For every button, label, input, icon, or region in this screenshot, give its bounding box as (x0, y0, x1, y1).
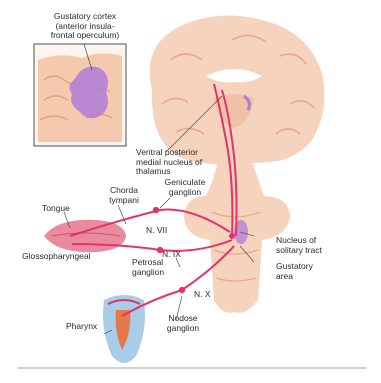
label-gustatory-area: Gustatory area (276, 262, 313, 281)
label-n-vii: N. VII (146, 226, 167, 236)
label-tongue: Tongue (42, 204, 70, 214)
label-thalamus: Ventral posterior medial nucleus of thal… (136, 148, 202, 177)
label-nodose-ganglion: Nodose ganglion (158, 314, 208, 333)
label-n-x: N. X (194, 290, 211, 300)
label-n-ix: N. IX (162, 250, 181, 260)
label-glossopharyngeal: Glossopharyngeal (22, 252, 91, 262)
label-pharynx: Pharynx (66, 322, 97, 332)
pharynx-artwork (103, 295, 145, 363)
tongue-artwork (44, 220, 126, 252)
cortex-inset (34, 44, 126, 146)
label-petrosal-ganglion: Petrosal ganglion (132, 258, 164, 277)
label-gustatory-cortex: Gustatory cortex (anterior insula- front… (40, 12, 130, 41)
label-chorda-tympani: Chorda tympani (104, 186, 144, 205)
label-nucleus-solitary-tract: Nucleus of solitary tract (276, 236, 322, 255)
label-geniculate-ganglion: Geniculate ganglion (160, 178, 210, 197)
